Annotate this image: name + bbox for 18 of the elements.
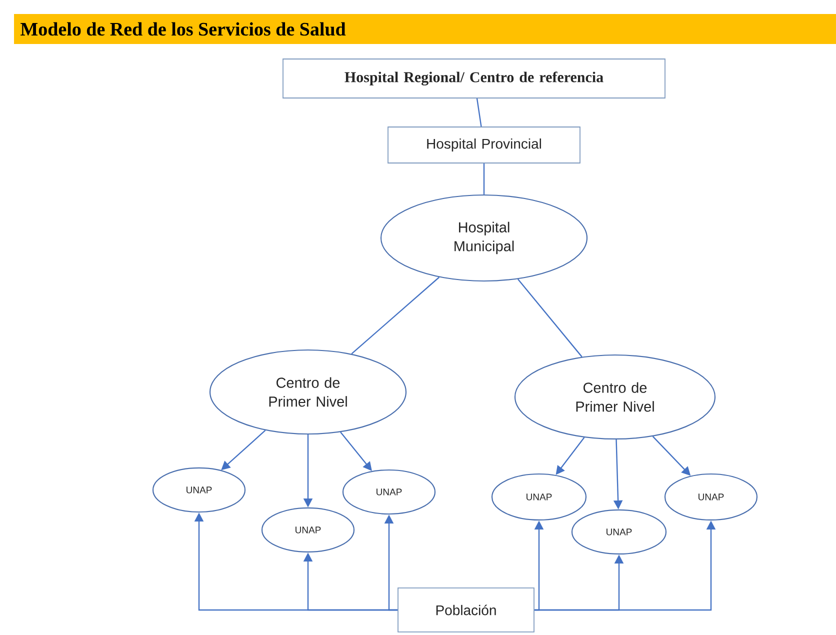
ellipse-node: UNAP: [261, 507, 355, 553]
process-box: Hospital Regional/ Centro de referencia: [282, 58, 666, 98]
ellipse-node: Hospital Municipal: [380, 194, 588, 282]
ellipse-node: UNAP: [342, 469, 436, 515]
process-box: Hospital Provincial: [388, 126, 580, 164]
title-band: Modelo de Red de los Servicios de Salud: [14, 14, 836, 44]
ellipse-node: Centro de Primer Nivel: [209, 349, 407, 435]
ellipse-node: Centro de Primer Nivel: [514, 354, 716, 440]
ellipse-node: UNAP: [571, 509, 667, 555]
ellipse-node: UNAP: [664, 473, 758, 521]
arrow: [340, 432, 372, 471]
process-box: Población: [398, 588, 534, 632]
connector-line: [476, 98, 482, 127]
connector-line: [483, 163, 485, 194]
ellipse-node: UNAP: [491, 473, 587, 521]
connector-line: [517, 278, 582, 358]
connector-line: [351, 276, 440, 354]
ellipse-node: UNAP: [152, 467, 246, 513]
